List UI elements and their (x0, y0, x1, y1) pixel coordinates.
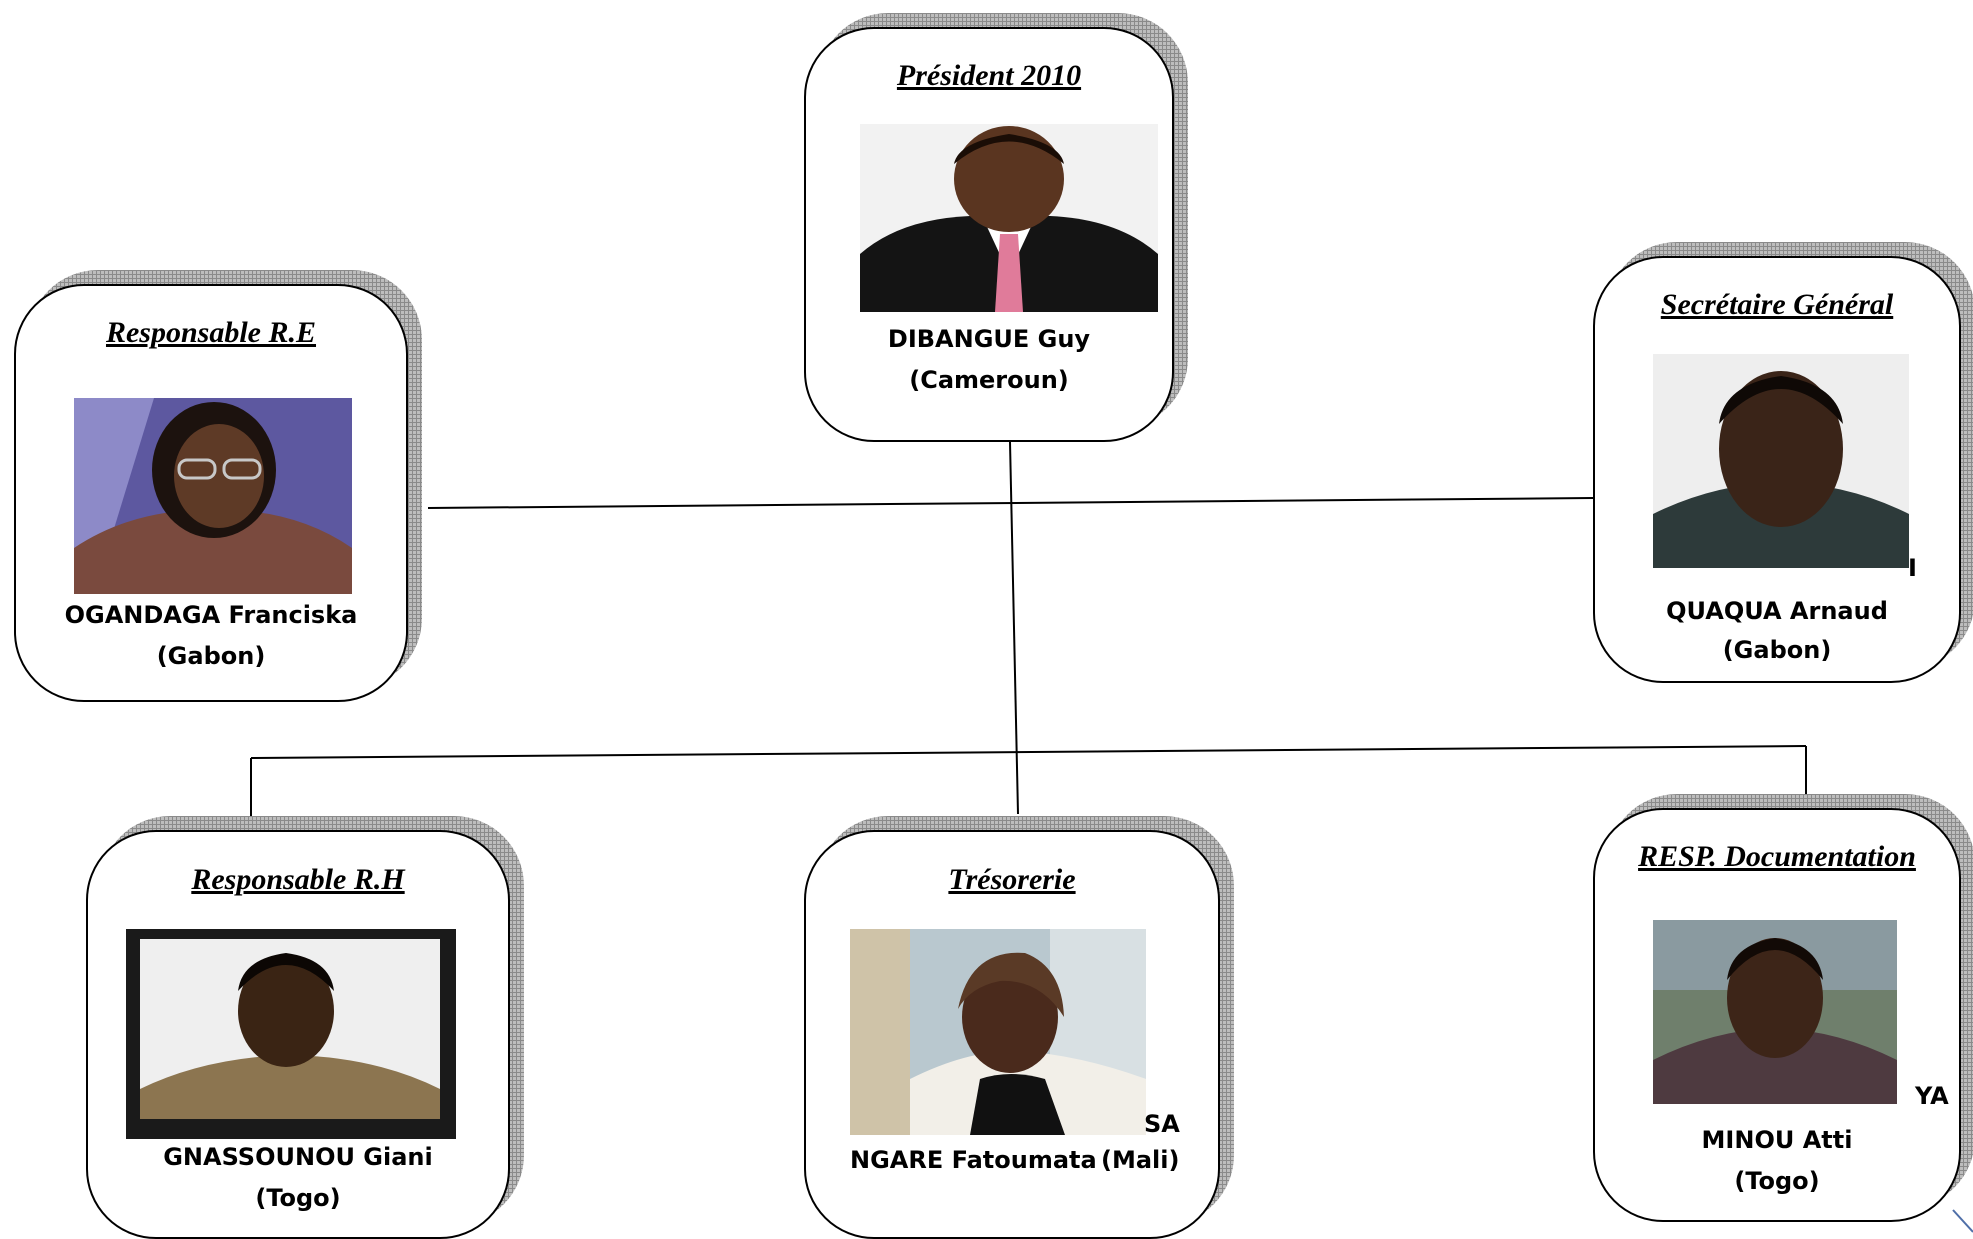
member-name: GNASSOUNOU Giani (163, 1143, 433, 1171)
member-country: (Mali) (1101, 1146, 1180, 1174)
card-body: Secrétaire Général I QUAQUA Arnaud (Gabo… (1593, 256, 1961, 683)
member-name: OGANDAGA Franciska (64, 601, 358, 629)
portrait-photo (1653, 354, 1909, 568)
role-title: RESP. Documentation (1638, 840, 1916, 873)
card-body: RESP. Documentation YA MINOU Atti (Togo) (1593, 808, 1961, 1222)
card-body: Trésorerie SA NGARE Fatoumata (Mali) (804, 830, 1220, 1239)
stray-mark: SA (1144, 1110, 1180, 1138)
role-title: Secrétaire Général (1660, 288, 1894, 321)
card-president: Président 2010 DIBANGUE Guy (Cameroun) (804, 13, 1188, 442)
stray-mark: YA (1915, 1082, 1949, 1110)
card-resp-re: Responsable R.E OGANDAGA Franciska (Gabo… (14, 270, 422, 702)
portrait-photo (850, 929, 1146, 1135)
role-title: Trésorerie (948, 863, 1076, 896)
member-name: QUAQUA Arnaud (1666, 597, 1888, 625)
member-country: (Togo) (1734, 1167, 1820, 1195)
card-resp-rh: Responsable R.H GNASSOUNOU Giani (Togo) (86, 816, 524, 1239)
member-name: DIBANGUE Guy (887, 325, 1091, 353)
card-body: Responsable R.H GNASSOUNOU Giani (Togo) (86, 830, 510, 1239)
connector-horizontal-top (427, 497, 1594, 509)
role-title: Président 2010 (896, 59, 1082, 92)
card-resp-doc: RESP. Documentation YA MINOU Atti (Togo) (1593, 794, 1973, 1222)
card-tresorerie: Trésorerie SA NGARE Fatoumata (Mali) (804, 816, 1234, 1239)
member-name: NGARE Fatoumata (850, 1146, 1097, 1174)
member-country: (Togo) (255, 1184, 341, 1212)
card-secretaire: Secrétaire Général I QUAQUA Arnaud (Gabo… (1593, 242, 1973, 683)
portrait-photo (860, 124, 1158, 312)
member-country: (Gabon) (156, 642, 266, 670)
role-title: Responsable R.H (191, 863, 405, 896)
connector-corner-mark (1952, 1209, 1973, 1233)
stray-mark: I (1908, 554, 1917, 582)
card-body: Responsable R.E OGANDAGA Franciska (Gabo… (14, 284, 408, 702)
portrait-photo (126, 929, 456, 1139)
portrait-photo (74, 398, 352, 594)
portrait-photo (1653, 920, 1897, 1104)
role-title: Responsable R.E (105, 316, 317, 349)
connector-president-down (1009, 441, 1019, 815)
member-country: (Gabon) (1722, 636, 1832, 664)
card-body: Président 2010 DIBANGUE Guy (Cameroun) (804, 27, 1174, 442)
member-country: (Cameroun) (909, 366, 1069, 394)
connector-horizontal-bottom (250, 745, 1807, 759)
member-name: MINOU Atti (1701, 1126, 1853, 1154)
